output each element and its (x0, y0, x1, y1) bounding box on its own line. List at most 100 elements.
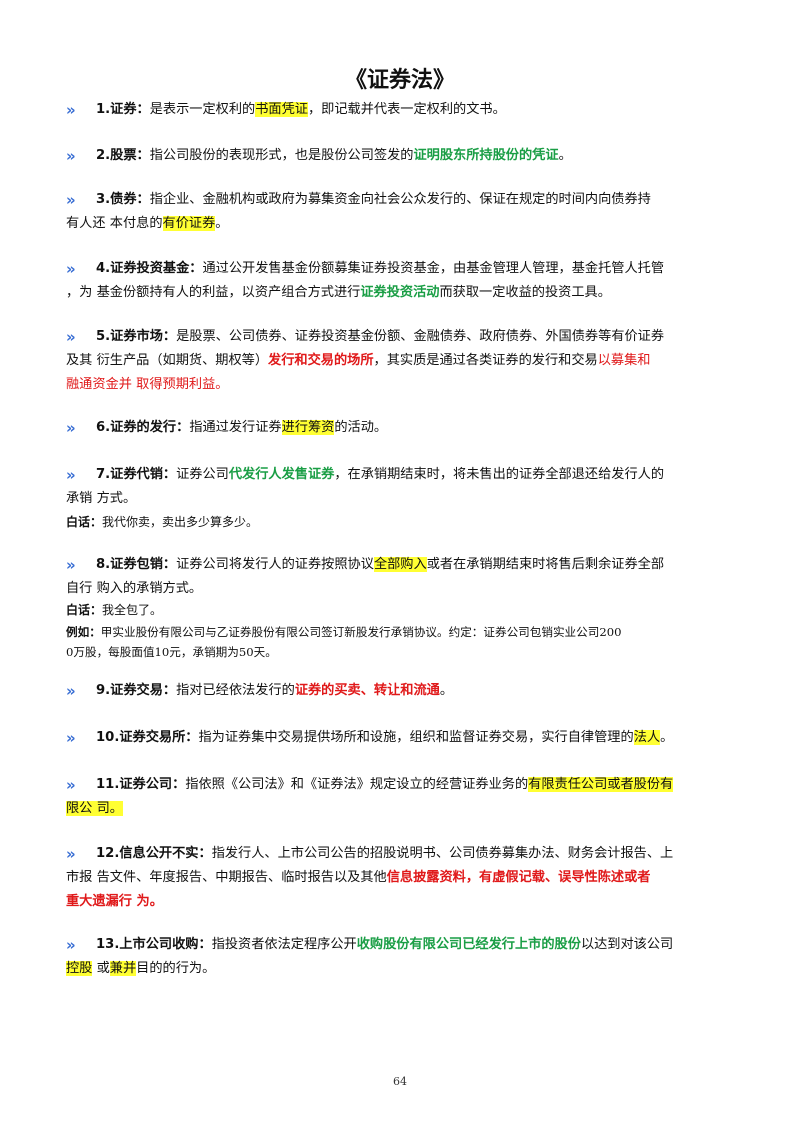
entry-exchange: » 10.证券交易所：指为证券集中交易提供场所和设施，组织和监督证券交易，实行自律… (66, 726, 742, 750)
entry-term: 11.证券公司： (96, 777, 186, 792)
entry-text: 有人还 本付息的 (66, 216, 163, 231)
highlight-text: 兼并 (109, 961, 137, 976)
emphasis-text: 收购股份有限公司已经发行上市的股份 (356, 937, 581, 952)
entry-term: 1.证券： (96, 102, 150, 117)
page-number: 64 (393, 1075, 407, 1088)
entry-text: 通过公开发售基金份额募集证券投资基金，由基金管理人管理，基金托管人托管 (202, 261, 665, 276)
entry-term: 4.证券投资基金： (96, 261, 203, 276)
double-chevron-icon: » (66, 147, 76, 165)
entry-text: 指企业、金融机构或政府为募集资金向社会公众发行的、保证在规定的时间内向债券持 (149, 192, 651, 207)
emphasis-text: 证券的买卖、转让和流通 (294, 683, 440, 698)
note-text: 我代你卖，卖出多少算多少。 (102, 515, 259, 529)
red-text: 以募集和 (597, 353, 651, 368)
emphasis-text: 重大遗漏行 为。 (66, 894, 163, 909)
entry-text: ，即记载并代表一定权利的文书。 (308, 102, 506, 117)
entry-investment-fund: » 4.证券投资基金：通过公开发售基金份额募集证券投资基金，由基金管理人管理，基金… (66, 257, 742, 305)
entry-text: ，其实质是通过各类证券的发行和交易 (373, 353, 598, 368)
highlight-text: 全部购入 (373, 557, 427, 572)
entry-term: 7.证券代销： (96, 467, 177, 482)
entry-text: 指依照《公司法》和《证券法》规定设立的经营证券业务的 (185, 777, 529, 792)
entry-text: 而获取一定收益的投资工具。 (439, 285, 611, 300)
entry-term: 10.证券交易所： (96, 730, 199, 745)
note-text: 0万股，每股面值10元，承销期为50天。 (66, 645, 277, 659)
entry-text: 指公司股份的表现形式，也是股份公司签发的 (149, 148, 414, 163)
entry-text: 证券公司 (176, 467, 229, 482)
entry-term: 8.证券包销： (96, 557, 177, 572)
double-chevron-icon: » (66, 682, 76, 700)
entry-text: 指通过发行证券 (189, 420, 282, 435)
entry-false-disclosure: » 12.信息公开不实：指发行人、上市公司公告的招股说明书、公司债券募集办法、财务… (66, 842, 742, 914)
entry-text: 。 (215, 216, 229, 231)
entry-text: 承销 方式。 (66, 491, 137, 506)
plain-language-note: 白话：我全包了。 (66, 600, 746, 620)
entry-agency-sale: » 7.证券代销：证券公司代发行人发售证券，在承销期结束时，将未售出的证券全部退还… (66, 463, 742, 511)
double-chevron-icon: » (66, 556, 76, 574)
entry-trading: » 9.证券交易：指对已经依法发行的证券的买卖、转让和流通。 (66, 679, 742, 703)
red-text: 融通资金并 取得预期利益。 (66, 377, 229, 392)
highlight-text: 有价证券 (162, 216, 216, 231)
note-label: 白话： (66, 515, 103, 529)
entry-text: 市报 告文件、年度报告、中期报告、临时报告以及其他 (66, 870, 387, 885)
entry-term: 5.证券市场： (96, 329, 177, 344)
entry-text: 或者在承销期结束时将售后剩余证券全部 (426, 557, 665, 572)
entry-text: 指发行人、上市公司公告的招股说明书、公司债券募集办法、财务会计报告、上 (211, 846, 674, 861)
entry-securities-market: » 5.证券市场：是股票、公司债券、证券投资基金份额、金融债券、政府债券、外国债券… (66, 325, 742, 397)
entry-term: 12.信息公开不实： (96, 846, 212, 861)
double-chevron-icon: » (66, 776, 76, 794)
entry-stock: » 2.股票：指公司股份的表现形式，也是股份公司签发的证明股东所持股份的凭证。 (66, 144, 742, 168)
emphasis-text: 证明股东所持股份的凭证 (413, 148, 559, 163)
note-label: 例如： (66, 625, 101, 639)
entry-text: 的活动。 (334, 420, 388, 435)
entry-text: 指为证券集中交易提供场所和设施，组织和监督证券交易，实行自律管理的 (198, 730, 634, 745)
page-title: 《证券法》 (344, 68, 455, 93)
double-chevron-icon: » (66, 260, 76, 278)
note-text: 甲实业股份有限公司与乙证券股份有限公司签订新股发行承销协议。约定：证券公司包销实… (100, 625, 622, 639)
entry-term: 3.债券： (96, 192, 150, 207)
entry-text: 是股票、公司债券、证券投资基金份额、金融债券、政府债券、外国债券等有价证券 (176, 329, 665, 344)
entry-term: 13.上市公司收购： (96, 937, 212, 952)
entry-text: 。 (660, 730, 674, 745)
entry-text: 是表示一定权利的 (149, 102, 256, 117)
highlight-text: 书面凭证 (255, 102, 308, 117)
double-chevron-icon: » (66, 729, 76, 747)
entry-text: 以达到对该公司 (580, 937, 674, 952)
example-note: 例如：甲实业股份有限公司与乙证券股份有限公司签订新股发行承销协议。约定：证券公司… (66, 622, 746, 662)
double-chevron-icon: » (66, 936, 76, 954)
entry-term: 2.股票： (96, 148, 150, 163)
double-chevron-icon: » (66, 845, 76, 863)
entry-securities: » 1.证券：是表示一定权利的书面凭证，即记载并代表一定权利的文书。 (66, 98, 742, 122)
entry-bond: » 3.债券：指企业、金融机构或政府为募集资金向社会公众发行的、保证在规定的时间内… (66, 188, 742, 236)
entry-term: 9.证券交易： (96, 683, 177, 698)
entry-issuance: » 6.证券的发行：指通过发行证券进行筹资的活动。 (66, 416, 742, 440)
entry-text: 。 (439, 683, 454, 698)
highlight-text: 有限责任公司或者股份有 (528, 777, 674, 792)
entry-text: ，在承销期结束时，将未售出的证券全部退还给发行人的 (334, 467, 665, 482)
entry-text: 指投资者依法定程序公开 (211, 937, 357, 952)
emphasis-text: 信息披露资料，有虚假记载、误导性陈述或者 (386, 870, 651, 885)
highlight-text: 法人 (633, 730, 661, 745)
entry-text: 证券公司将发行人的证券按照协议 (176, 557, 374, 572)
entry-text: ，为 基金份额持有人的利益，以资产组合方式进行 (66, 285, 361, 300)
highlight-text: 限公 司。 (66, 801, 123, 816)
entry-text: 或 (92, 961, 110, 976)
entry-text: 自行 购入的承销方式。 (66, 581, 203, 596)
entry-underwriting: » 8.证券包销：证券公司将发行人的证券按照协议全部购入或者在承销期结束时将售后剩… (66, 553, 742, 601)
entry-securities-company: » 11.证券公司：指依照《公司法》和《证券法》规定设立的经营证券业务的有限责任公… (66, 773, 742, 821)
double-chevron-icon: » (66, 466, 76, 484)
note-label: 白话： (66, 603, 103, 617)
double-chevron-icon: » (66, 101, 76, 119)
entry-term: 6.证券的发行： (96, 420, 190, 435)
plain-language-note: 白话：我代你卖，卖出多少算多少。 (66, 512, 746, 532)
emphasis-text: 发行和交易的场所 (268, 353, 374, 368)
highlight-text: 进行筹资 (281, 420, 335, 435)
entry-text: 。 (558, 148, 572, 163)
double-chevron-icon: » (66, 191, 76, 209)
double-chevron-icon: » (66, 419, 76, 437)
entry-acquisition: » 13.上市公司收购：指投资者依法定程序公开收购股份有限公司已经发行上市的股份以… (66, 933, 742, 981)
emphasis-text: 证券投资活动 (360, 285, 440, 300)
double-chevron-icon: » (66, 328, 76, 346)
highlight-text: 控股 (66, 961, 93, 976)
entry-text: 指对已经依法发行的 (176, 683, 295, 698)
emphasis-text: 代发行人发售证券 (228, 467, 335, 482)
entry-text: 目的的行为。 (136, 961, 216, 976)
